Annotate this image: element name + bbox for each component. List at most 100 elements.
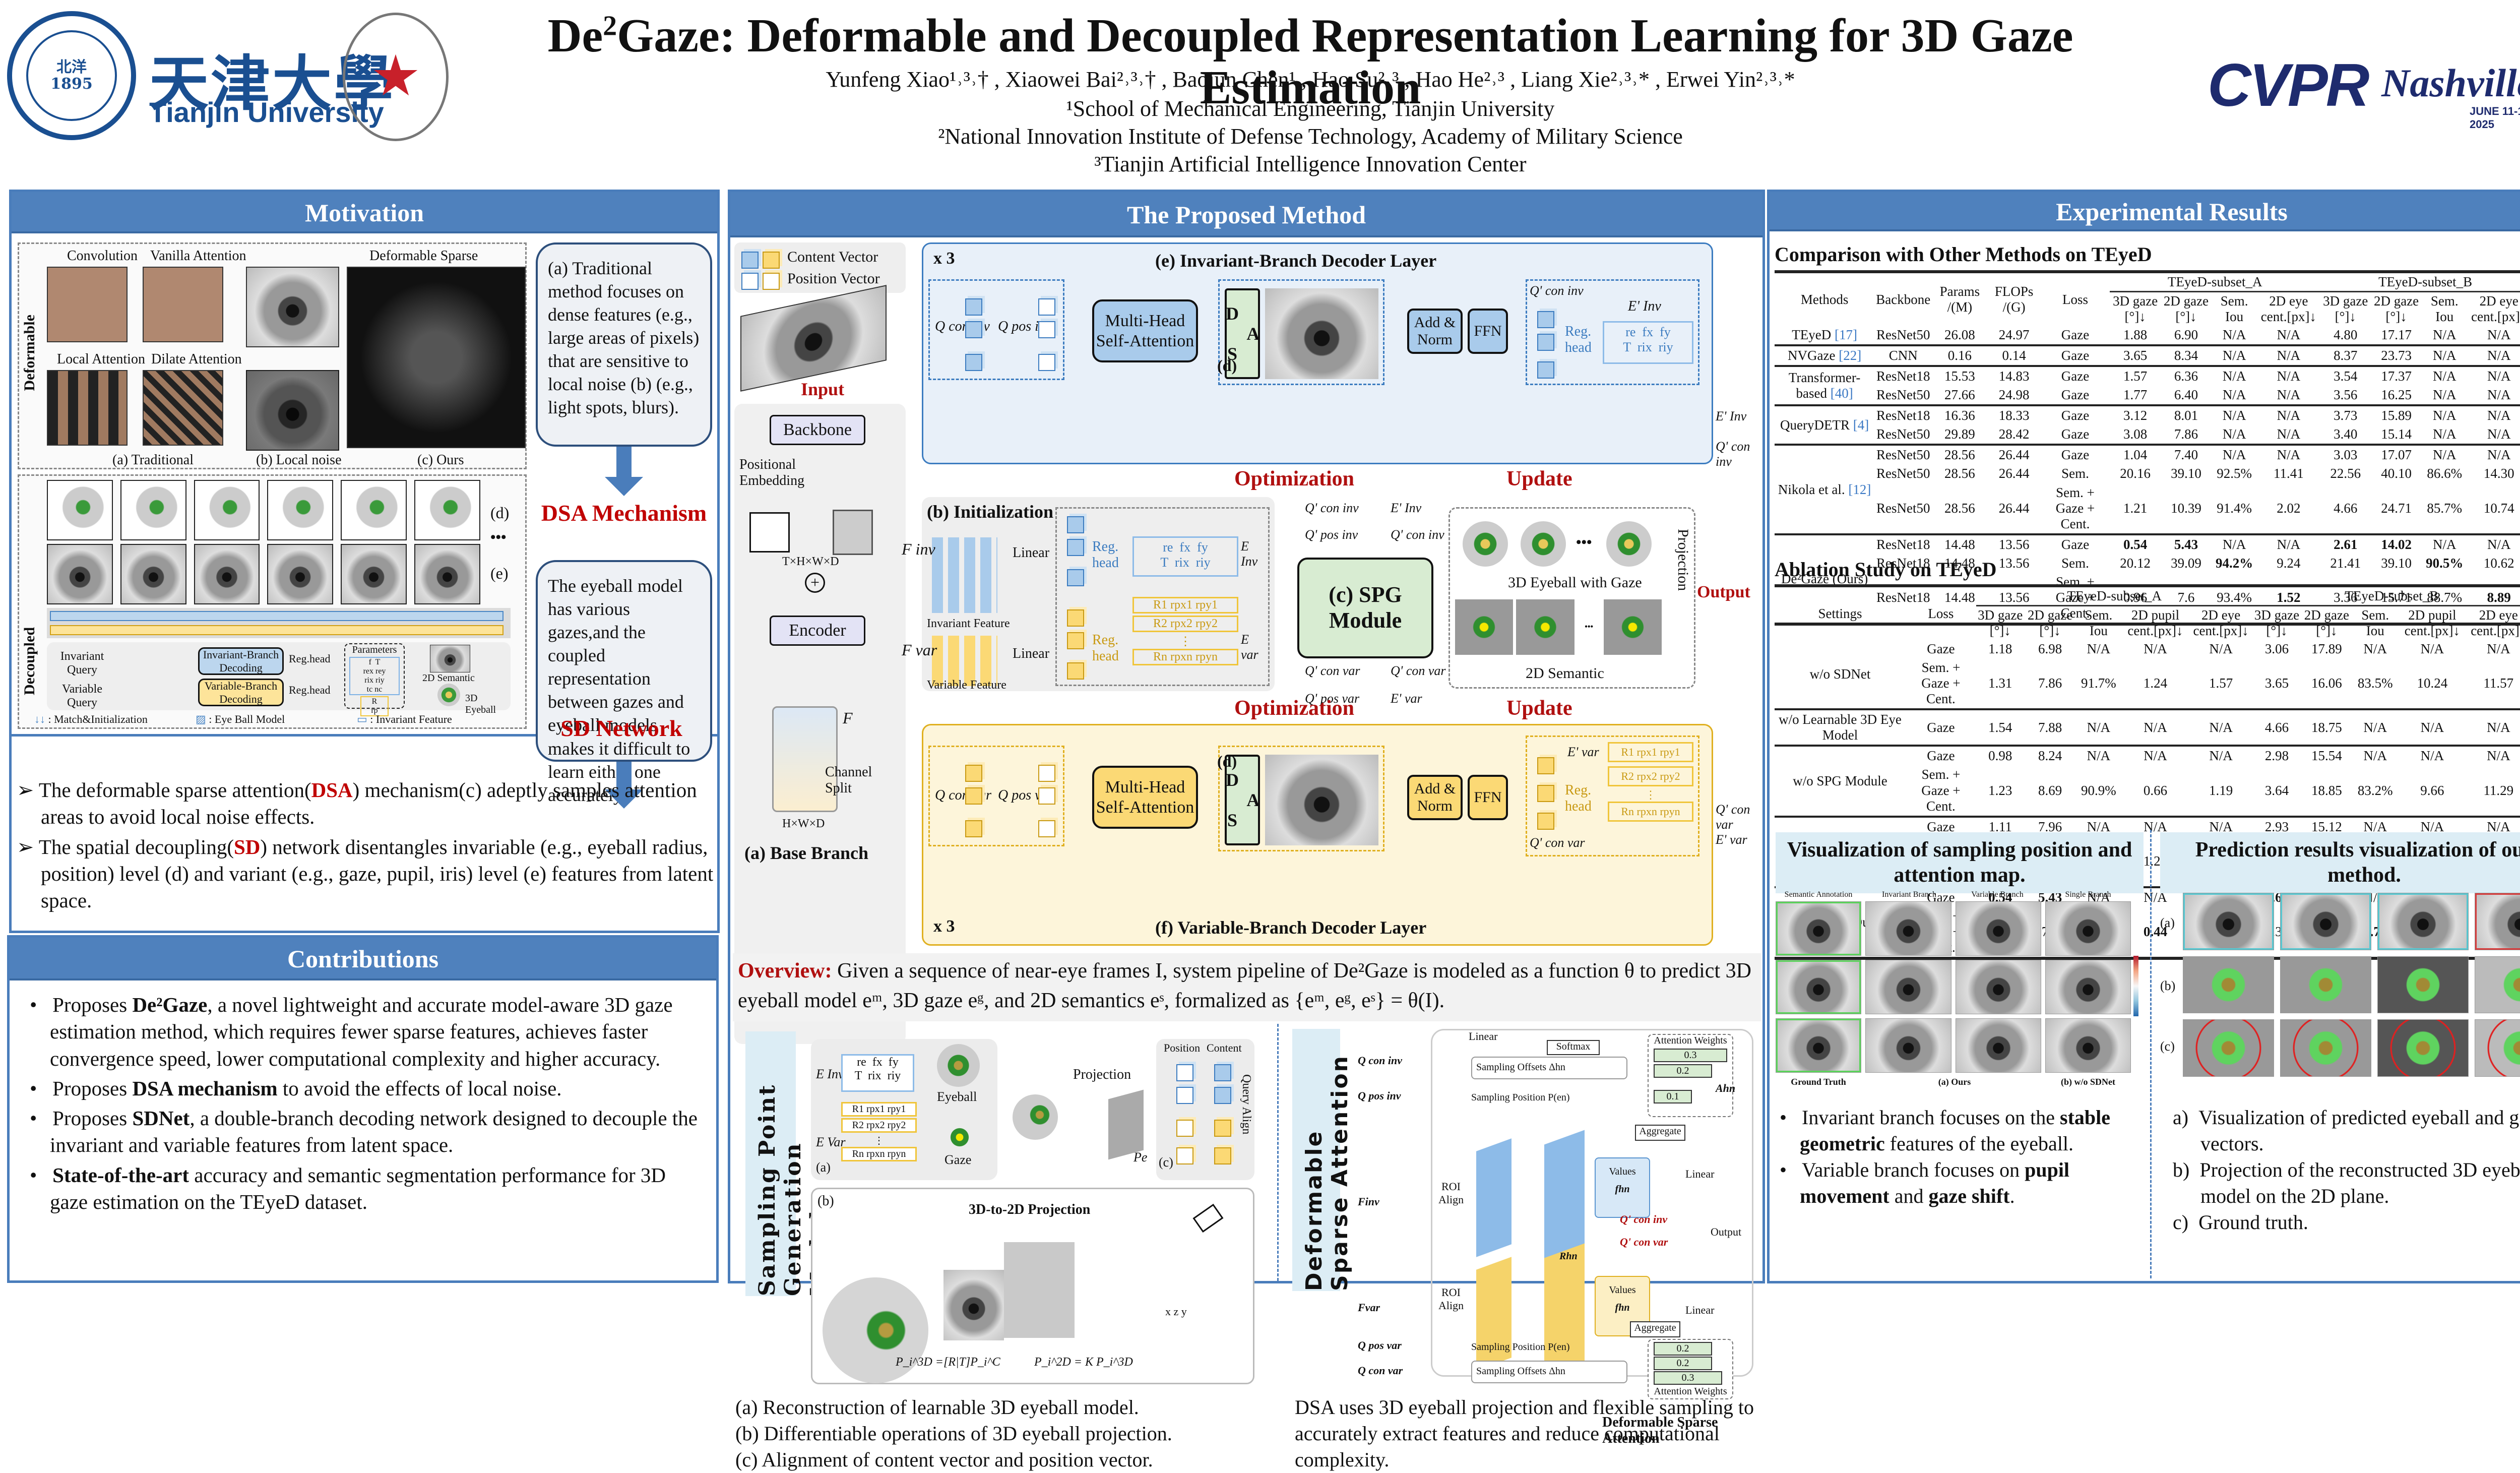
position-cube [1176,1120,1193,1137]
table-cell: 13.56 [1987,533,2041,554]
eyeball-model-thumb [120,480,186,540]
linear-label: Linear [1013,545,1050,561]
citation-link[interactable]: [4] [1853,417,1869,433]
ep-var-side-label: E' var [1716,832,1747,847]
qp-inv-con-out: Q' con inv [1620,1213,1668,1225]
method-name: Nikola et al. [1778,481,1849,497]
metric-header: 2D eye cent.[px]↓ [2471,607,2520,639]
match-init-icon: ↓↓ [34,713,45,725]
table-cell: 8.37 [2320,344,2371,366]
ablation-title: Ablation Study on TEyeD [1775,558,1997,581]
ground-truth-image [1776,960,1862,1014]
table-cell: 23.73 [2371,344,2422,366]
prediction-image-b [2377,956,2469,1014]
vis-prediction-title: Prediction results visualization of our … [2160,832,2520,893]
eyeball-3d-label: 3D Eyeball [465,693,496,715]
var-dsa-box: D S A (d) [1217,746,1384,851]
variable-branch-decoding: Variable-Branch Decoding [198,679,284,706]
qp-inv-con-label: Q' con inv [1305,501,1359,515]
bullet-text: Variable branch focuses on [1802,1158,2025,1181]
table-cell: N/A [2257,444,2320,465]
ellipsis: ••• [1576,534,1592,550]
table-cell: 14.48 [1944,589,1975,605]
vis-bullet: • Variable branch focuses on pupil movem… [1780,1158,2070,1207]
contribution-item: • Proposes De²Gaze, a novel lightweight … [30,993,673,1070]
arrow-down-icon [616,762,632,789]
table-cell: 3.64 [2264,782,2289,798]
var-param-row: R1 rpx1 rpy1 [1132,597,1238,613]
citation-link[interactable]: [17] [1834,327,1857,343]
table-cell: 11.57 [2483,676,2514,691]
item-text: Proposes [52,993,133,1016]
inv-output-box: Q' con inv Reg. head E' Inv re fx fy T r… [1526,279,1699,385]
group-a-header: TEyeD-subset_A [1976,586,2253,607]
method-cell: De²Gaze (Ours) [1775,533,1875,624]
var-params-list: R1 rpx1 rpy1 R2 rpx2 rpy2 ⋮ Rn rpxn rpyn [1608,742,1693,822]
vector-legend: Content Vector Position Vector [734,242,906,293]
table-cell: Gaze [2061,426,2090,442]
d-tag: (d) [1217,752,1237,770]
position-cube [1038,298,1055,316]
table-cell: 4.66 [2252,708,2301,746]
table-cell: 2.61 [2320,533,2371,554]
bullet-text: . [2009,1185,2015,1207]
table-cell: N/A [2421,404,2468,425]
attn-weights-label: Attention Weights [1654,1035,1727,1046]
vis-sampling-bullets: • Invariant branch focuses on the stable… [1775,1104,2143,1209]
var-param-row: Rn rpxn rpyn [1608,802,1693,822]
inv-query-box: Q con inv Q pos inv [928,279,1064,380]
bullet-text: ) mechanism(c) adeptly samples attention… [41,778,697,829]
table-cell: 24.97 [1998,327,2030,343]
bullet-text: features of the eyeball. [1884,1132,2074,1155]
contributions-list: • Proposes De²Gaze, a novel lightweight … [10,980,716,1215]
table-cell: 3.06 [2264,641,2289,657]
projection-3d-2d-box: (b) 3D-to-2D Projection P_i^3D =[R|T]P_i… [811,1188,1254,1384]
table-cell: 14.83 [1987,365,2041,386]
table-cell: N/A [2467,444,2520,465]
table-cell: 0.14 [1987,344,2041,366]
item-text: Visualization of predicted eyeball and g… [2198,1106,2520,1155]
table-cell: 11.41 [2273,466,2304,481]
variable-query-label: Variable Query [62,683,102,709]
table-cell: N/A [2352,708,2399,746]
var-param-row: ⋮ [1179,635,1191,648]
position-cube [1176,1147,1193,1164]
spg-module: (c) SPG Module [1297,558,1433,658]
method-cell: NVGaze [22] [1775,344,1875,366]
vis-sampling-grid: Semantic Annotation Invariant Branch Var… [1776,890,2141,1092]
table-cell: 39.10 [2171,466,2201,481]
update-label: Update [1506,467,1572,490]
arrow-head-icon [605,477,643,496]
invariant-feature-label: Invariant Feature [927,617,1010,630]
contribution-item: • Proposes DSA mechanism to avoid the ef… [30,1076,562,1100]
footer-label: (a) Ours [1938,1077,1971,1087]
table-cell: 24.71 [2381,500,2412,516]
spg-c-label: (c) [1159,1155,1173,1170]
col-methods: Methods [1800,291,1849,307]
col-loss: Loss [2062,291,2088,307]
table-cell: Gaze [2040,444,2110,465]
weight-value: 0.3 [1654,1371,1722,1385]
table-cell: 15.53 [1932,365,1988,386]
content-cube [1067,569,1084,586]
table-cell: 9.24 [2277,555,2301,571]
citation-link[interactable]: [40] [1830,386,1853,401]
comparison-table-wrap: Methods Backbone Params /(M) FLOPs /(G) … [1775,270,2520,626]
method-title: The Proposed Method [730,192,1762,237]
table-cell: N/A [2467,365,2520,386]
spg-a-label: (a) [816,1160,831,1175]
base-branch-label: (a) Base Branch [744,843,868,863]
citation-link[interactable]: [22] [1839,348,1862,363]
single-branch-image [2045,960,2131,1014]
table-cell: N/A [2420,641,2444,657]
bullet-text: The spatial decoupling( [38,835,234,858]
dsa-caption: DSA uses 3D eyeball projection and flexi… [1295,1396,1754,1471]
hwd-label: H×W×D [782,817,825,830]
table-cell: Sem. [2061,466,2089,481]
table-cell: 15.89 [2371,404,2422,425]
var-ffn: FFN [1468,775,1508,820]
table-cell: 6.36 [2161,365,2212,386]
citation-link[interactable]: [12] [1848,481,1871,497]
